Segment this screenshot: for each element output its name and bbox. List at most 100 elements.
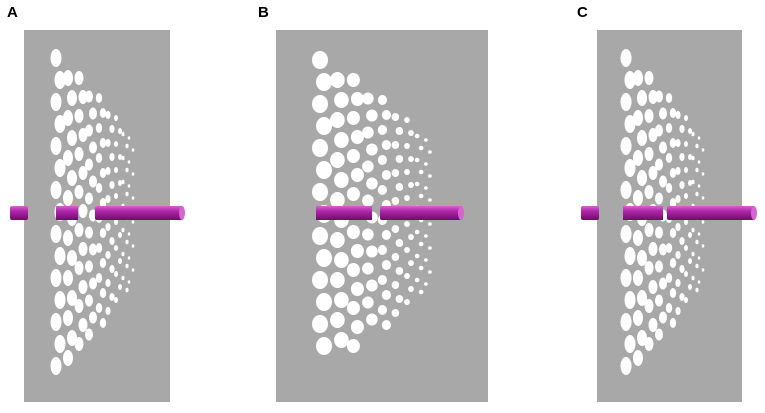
hole [644,299,654,313]
hole [679,125,685,133]
hole [330,72,345,88]
tube-a-gap1 [56,206,78,220]
hole [131,244,135,248]
hole [644,109,654,123]
hole [74,185,84,199]
tube-c [581,206,757,220]
hole [63,310,73,326]
hole [131,268,135,272]
hole [121,155,125,161]
hole [624,71,636,89]
hole [125,167,129,173]
hole [665,153,673,163]
hole [624,291,636,309]
hole [63,350,73,366]
hole [428,270,432,274]
hole [659,175,667,188]
hole [316,161,332,179]
hole [118,128,122,134]
hole [684,167,688,173]
hole [659,141,667,154]
hole [669,138,677,148]
hole [99,168,107,178]
hole [644,337,654,351]
hole [414,133,420,139]
hole [131,196,135,200]
hole [346,263,360,277]
hole [362,92,374,105]
hole [114,115,118,121]
hole [633,310,643,326]
hole [114,141,118,147]
hole [85,294,93,307]
hole [684,271,688,277]
hole [63,70,73,86]
hole [644,185,654,199]
hole [688,284,692,290]
hole [118,258,122,264]
hole [620,357,632,375]
hole [381,290,391,300]
hole [655,294,663,307]
hole [691,179,695,185]
hole [665,273,673,283]
hole [121,275,125,281]
hole [316,293,332,311]
hole [620,49,632,67]
hole [624,115,636,133]
hole [665,243,673,253]
hole [63,230,73,246]
hole [655,328,663,341]
hole [620,269,632,287]
hole [89,141,97,154]
hole [659,107,667,120]
hole [391,253,400,261]
hole [633,190,643,206]
hole [127,184,131,188]
hole [424,234,428,238]
hole [54,247,66,265]
hole [644,71,654,85]
tube-a-end [179,206,185,220]
hole [99,288,107,298]
hole [127,256,131,260]
hole [404,143,410,149]
hole [633,230,643,246]
hole [346,73,360,87]
hole [312,271,328,289]
hole [697,136,701,140]
hole [330,312,345,328]
hole [114,271,118,277]
hole [633,270,643,286]
hole [620,181,632,199]
hole [404,117,410,123]
hole [424,162,428,166]
hole [414,253,420,259]
hole [78,166,88,180]
hole [408,156,414,162]
hole [127,280,131,284]
hole [334,172,349,188]
hole [109,293,115,301]
hole [418,289,424,295]
hole [377,95,387,105]
hole [362,126,374,139]
hole [74,71,84,85]
hole [366,109,378,122]
tube-b-end [458,206,464,220]
hole [675,251,681,259]
hole [316,337,332,355]
hole [350,130,364,144]
hole [95,273,103,283]
hole [89,107,97,120]
hole [655,226,663,239]
hole [414,229,420,235]
hole [408,286,414,292]
tube-c-end [751,206,757,220]
hole [74,147,84,161]
hole [114,245,118,251]
panel-c [581,30,757,402]
panel-b [276,30,488,402]
hole [105,167,111,175]
hole [675,307,681,315]
